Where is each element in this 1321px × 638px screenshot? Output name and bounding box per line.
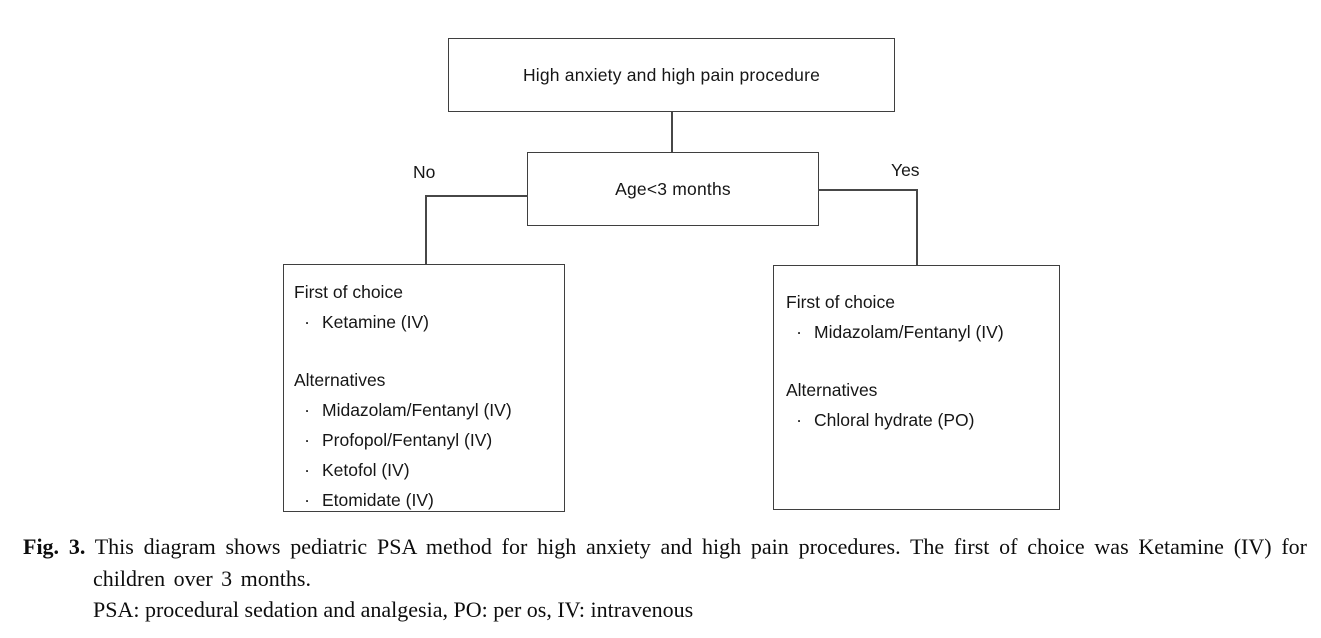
drug-item: · Chloral hydrate (PO) xyxy=(786,405,1053,435)
drug-item: · Ketofol (IV) xyxy=(294,455,558,485)
root-node-label: High anxiety and high pain procedure xyxy=(522,64,821,85)
figure-caption: Fig. 3. This diagram shows pediatric PSA… xyxy=(23,531,1307,626)
bullet-icon: · xyxy=(304,430,310,450)
spacer xyxy=(294,337,558,365)
caption-body: This diagram shows pediatric PSA method … xyxy=(93,534,1307,591)
caption-text: Fig. 3. This diagram shows pediatric PSA… xyxy=(23,531,1307,594)
connector-no-vertical xyxy=(425,195,427,265)
first-choice-heading: First of choice xyxy=(786,292,895,312)
drug-item-label: Midazolam/Fentanyl (IV) xyxy=(322,400,512,420)
connector-root-decision xyxy=(671,112,673,153)
spacer xyxy=(786,347,1053,375)
caption-abbreviations: PSA: procedural sedation and analgesia, … xyxy=(93,597,694,622)
root-node: High anxiety and high pain procedure xyxy=(448,38,895,112)
outcome-node-no: First of choice · Ketamine (IV) Alternati… xyxy=(283,264,565,512)
first-choice-heading: First of choice xyxy=(294,282,403,302)
alternatives-heading: Alternatives xyxy=(294,370,386,390)
drug-item-label: Ketofol (IV) xyxy=(322,460,410,480)
drug-item-label: Ketamine (IV) xyxy=(322,312,429,332)
connector-yes-vertical xyxy=(916,189,918,266)
drug-item: · Etomidate (IV) xyxy=(294,485,558,515)
no-branch-label: No xyxy=(413,162,436,182)
connector-no-horizontal xyxy=(425,195,528,197)
bullet-icon: · xyxy=(796,322,802,342)
bullet-icon: · xyxy=(304,460,310,480)
outcome-node-yes: First of choice · Midazolam/Fentanyl (IV)… xyxy=(773,265,1060,510)
drug-item: · Midazolam/Fentanyl (IV) xyxy=(786,317,1053,347)
alternatives-heading: Alternatives xyxy=(786,380,878,400)
drug-item: · Profopol/Fentanyl (IV) xyxy=(294,425,558,455)
drug-item-label: Etomidate (IV) xyxy=(322,490,434,510)
figure-label: Fig. 3. xyxy=(23,534,86,559)
connector-yes-horizontal xyxy=(818,189,918,191)
decision-node: Age<3 months xyxy=(527,152,819,226)
drug-item: · Midazolam/Fentanyl (IV) xyxy=(294,395,558,425)
drug-item-label: Midazolam/Fentanyl (IV) xyxy=(814,322,1004,342)
decision-node-label: Age<3 months xyxy=(615,178,731,199)
drug-item-label: Profopol/Fentanyl (IV) xyxy=(322,430,493,450)
bullet-icon: · xyxy=(304,490,310,510)
drug-item-label: Chloral hydrate (PO) xyxy=(814,410,975,430)
drug-item: · Ketamine (IV) xyxy=(294,307,558,337)
bullet-icon: · xyxy=(796,410,802,430)
bullet-icon: · xyxy=(304,312,310,332)
bullet-icon: · xyxy=(304,400,310,420)
yes-branch-label: Yes xyxy=(891,160,920,180)
